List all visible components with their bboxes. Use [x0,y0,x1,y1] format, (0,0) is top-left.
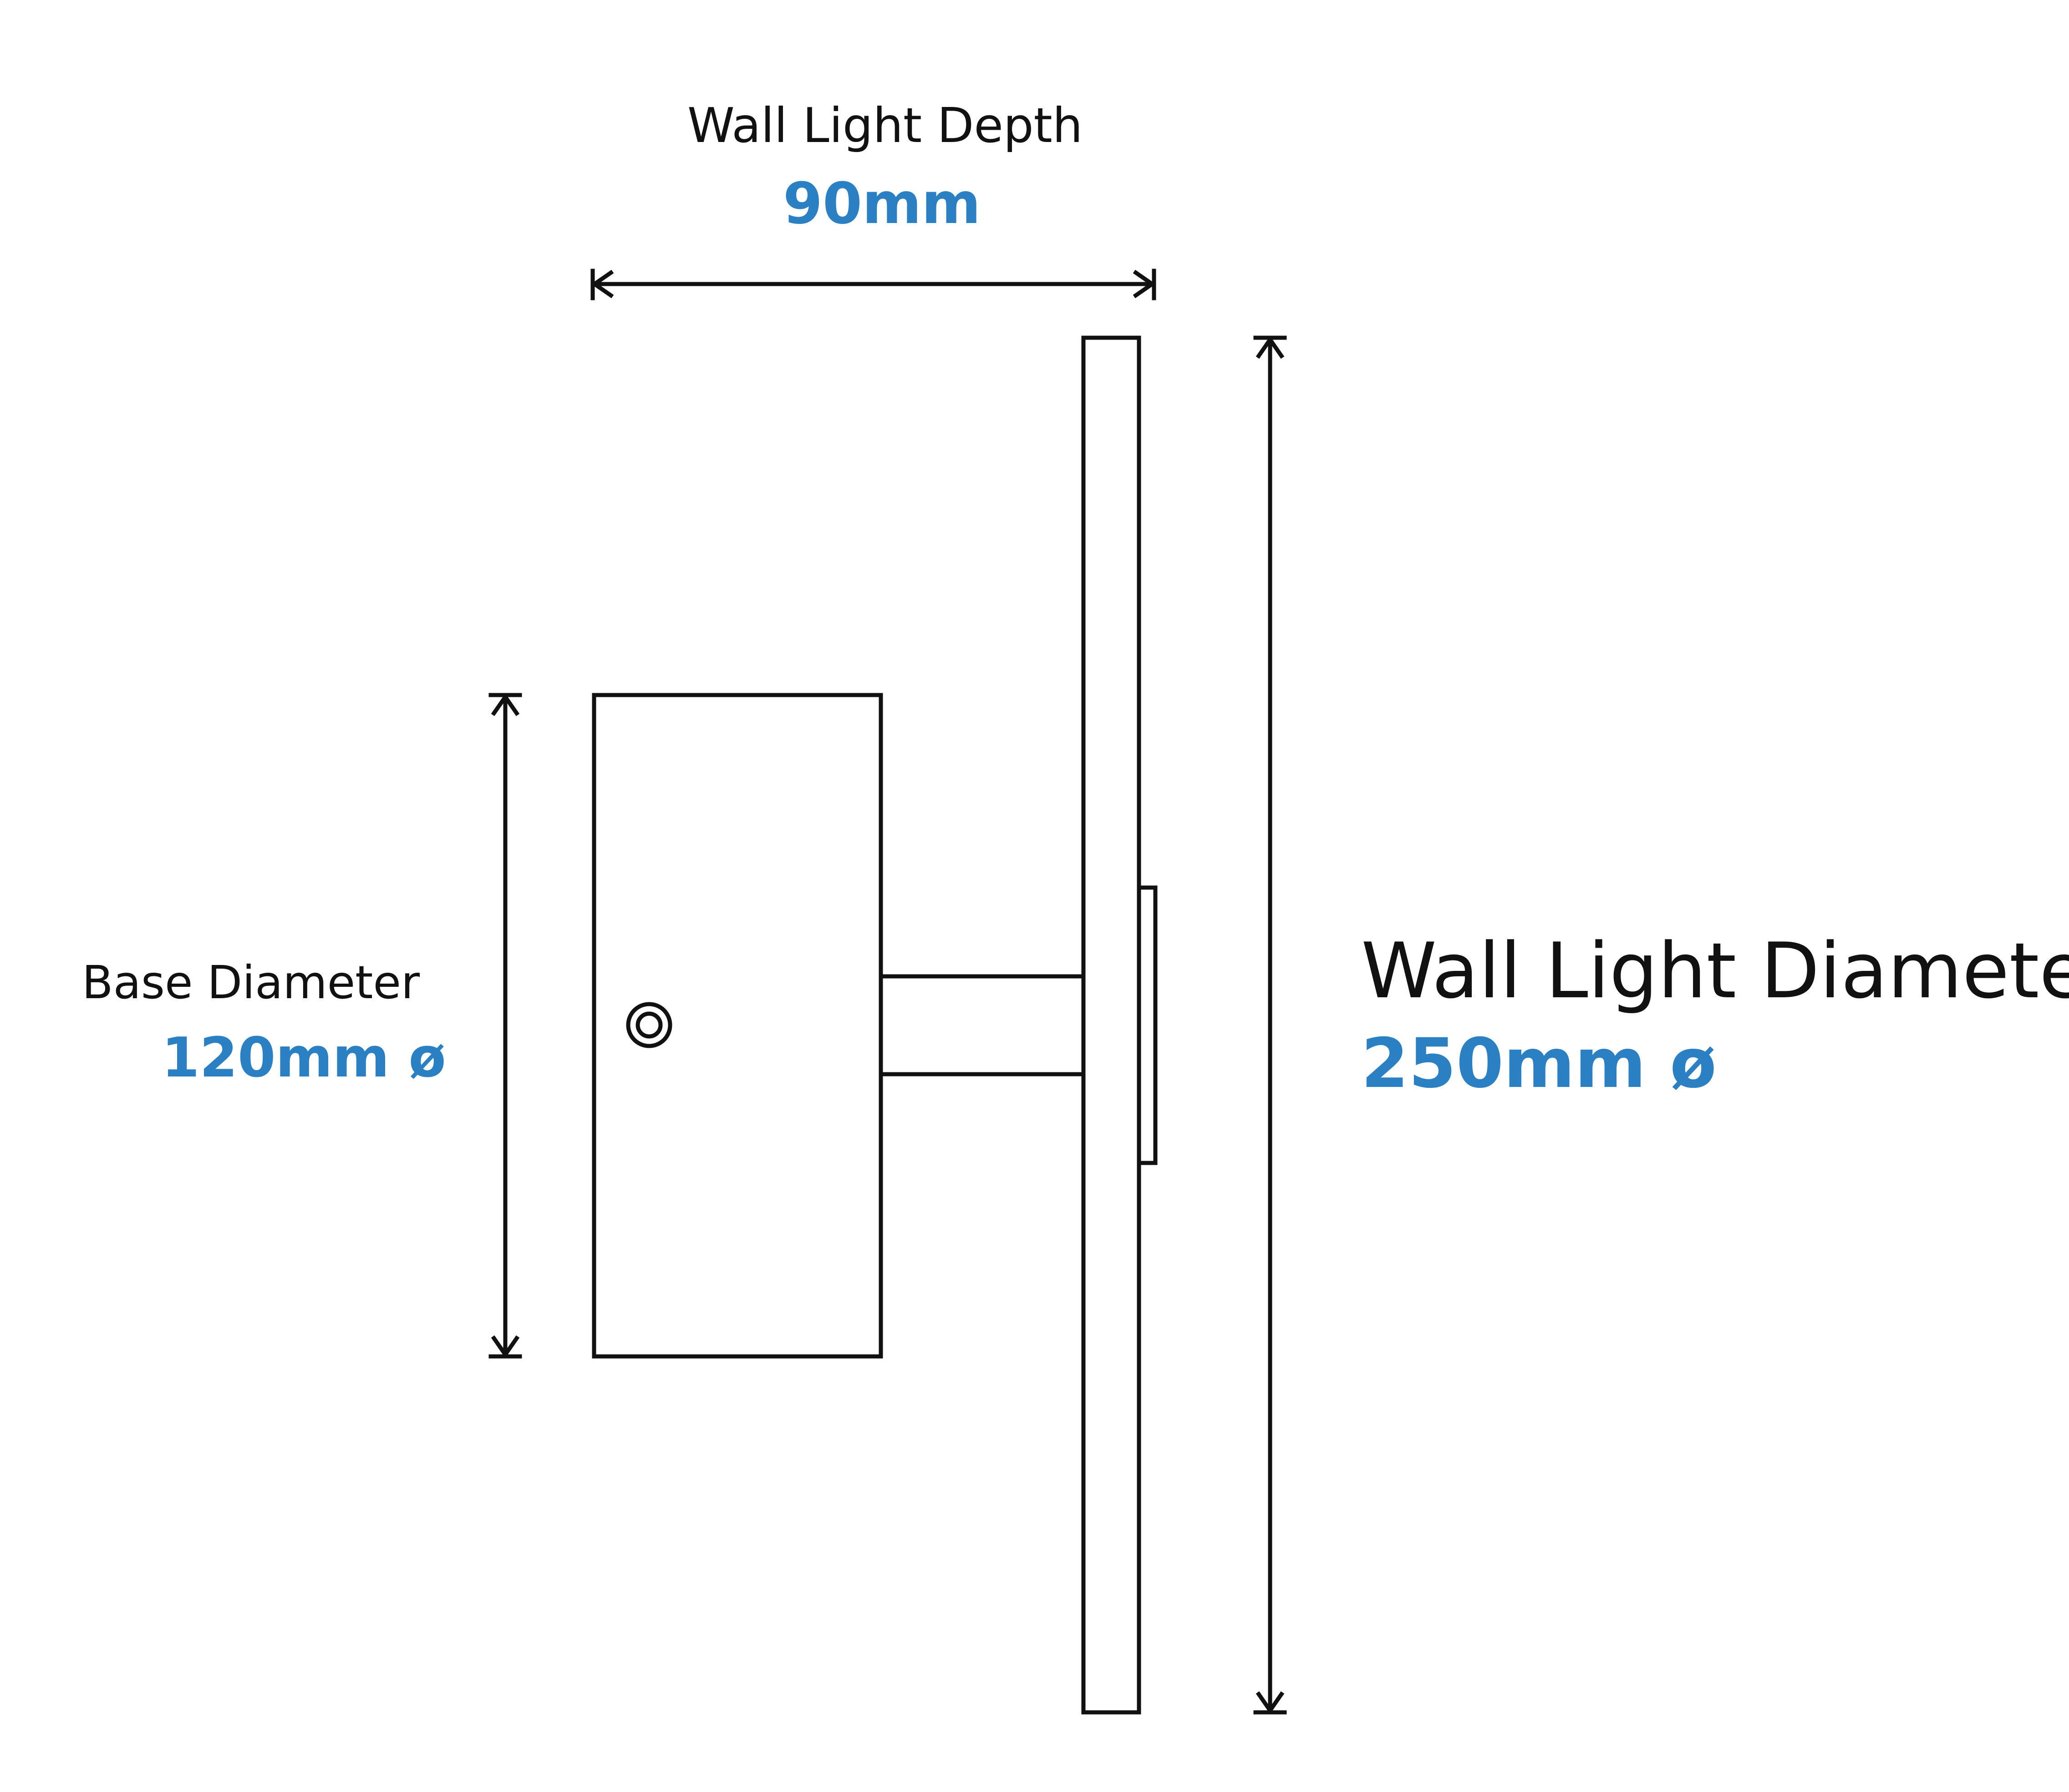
base-screw-icon [626,1002,672,1048]
wall-light-bracket [1137,885,1158,1165]
wall-light-diameter-title: Wall Light Diameter [1361,926,2069,1015]
wall-light-base [592,693,883,1359]
depth-title: Wall Light Depth [687,98,1083,153]
depth-value: 90mm [783,171,981,237]
depth-dimension-arrow [590,269,1156,300]
base-diameter-title: Base Diameter [82,956,420,1009]
wall-light-disc [1081,335,1141,1715]
base-diameter-dimension-arrow [488,693,522,1359]
base-diameter-value: 120mm ø [162,1026,446,1090]
wall-light-diameter-value: 250mm ø [1361,1024,1717,1103]
wall-light-diameter-dimension-arrow [1253,335,1287,1715]
wall-light-arm [879,974,1086,1076]
